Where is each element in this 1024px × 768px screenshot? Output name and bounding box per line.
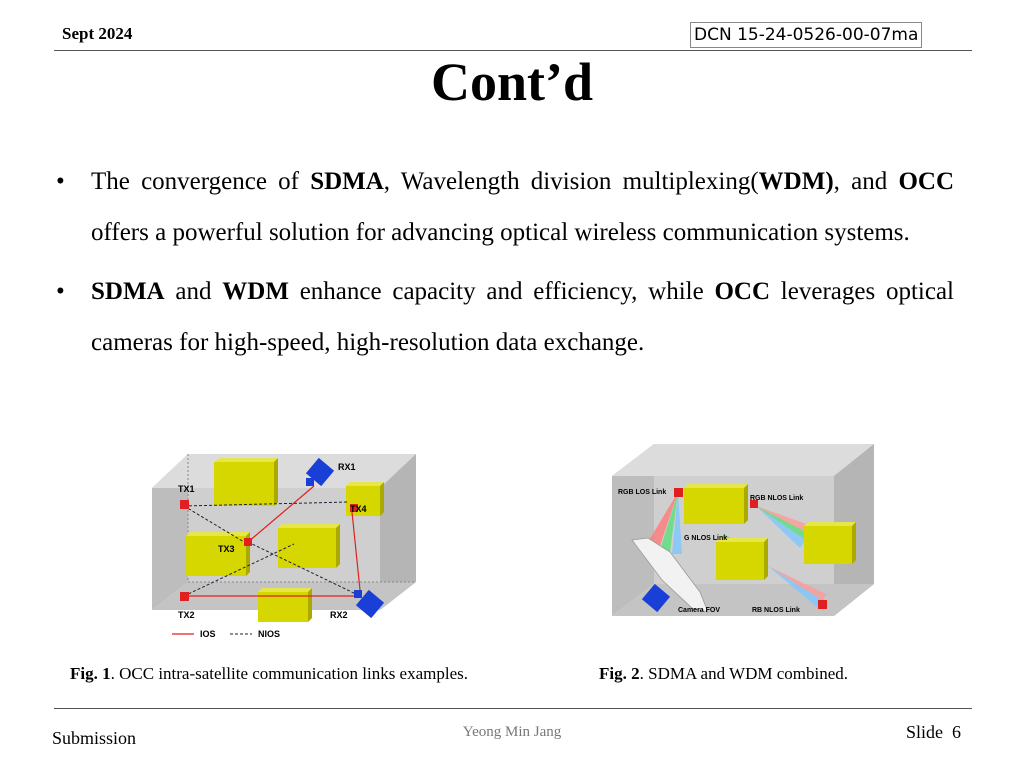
fig1-rx2-camera xyxy=(354,589,385,619)
fig2-rb-nlos-emitter xyxy=(818,600,827,609)
bullet-1-text-d: offers a powerful solution for advancing… xyxy=(91,219,910,246)
fig1-label-tx4: TX4 xyxy=(350,504,367,514)
fig2-camera xyxy=(641,583,671,613)
bullet-item-2: SDMA and WDM enhance capacity and effici… xyxy=(56,266,954,368)
fig1-nios-link xyxy=(183,505,245,543)
fig1-legend-ios: IOS xyxy=(200,629,216,639)
fig1-ios-link xyxy=(247,485,315,543)
figure-1-caption-text: . OCC intra-satellite communication link… xyxy=(110,664,469,683)
fig1-legend-nios: NIOS xyxy=(258,629,280,639)
fig1-rx1-camera xyxy=(305,457,335,487)
bullet-list: The convergence of SDMA, Wavelength divi… xyxy=(56,156,954,376)
fig2-label-rgb-nlos: RGB NLOS Link xyxy=(750,495,803,502)
footer-divider xyxy=(54,708,972,709)
footer-slide-label: Slide xyxy=(906,722,944,742)
footer-author: Yeong Min Jang xyxy=(462,724,562,740)
bullet-item-1: The convergence of SDMA, Wavelength divi… xyxy=(56,156,954,258)
fig1-box-middle xyxy=(278,524,340,568)
header-dcn: DCN 15-24-0526-00-07ma xyxy=(690,22,923,48)
slide-title: Cont’d xyxy=(430,52,594,112)
figure-2-caption-label: Fig. 2 xyxy=(599,664,640,683)
fig1-label-tx3: TX3 xyxy=(218,544,235,554)
fig1-box-bottom xyxy=(258,588,312,622)
footer-submission: Submission xyxy=(52,728,137,748)
footer-slide-value: 6 xyxy=(952,722,962,742)
fig1-label-rx2: RX2 xyxy=(330,610,348,620)
fig1-label-rx1: RX1 xyxy=(338,462,356,472)
header-date: Sept 2024 xyxy=(62,24,133,43)
fig2-rgb-nlos-beams xyxy=(756,506,812,548)
bullet-1-text-a: The convergence of xyxy=(91,168,311,195)
fig2-box-right xyxy=(804,522,856,564)
fig1-label-tx1: TX1 xyxy=(178,484,195,494)
figure-1-caption: Fig. 1. OCC intra-satellite communicatio… xyxy=(70,664,468,684)
fig2-rgb-nlos-emitter xyxy=(750,500,758,508)
footer-slide-number: Slide 6 xyxy=(906,722,961,743)
bullet-2-bold-wdm: WDM xyxy=(222,278,289,305)
bullet-1-bold-wdm: WDM) xyxy=(758,168,834,195)
fig2-rb-nlos-beams xyxy=(768,566,826,608)
fig2-ceiling xyxy=(612,444,874,476)
fig1-box-top xyxy=(214,458,278,506)
fig1-left-wall xyxy=(152,454,188,610)
fig2-rgb-los-beams xyxy=(648,492,682,554)
fig2-label-rb-nlos: RB NLOS Link xyxy=(752,607,800,614)
fig2-rgb-los-emitter xyxy=(674,488,683,497)
fig2-box-middle xyxy=(716,538,768,580)
bullet-2-text-c: leverages optical cameras for high-speed… xyxy=(91,278,954,356)
bullet-2-bold-sdma: SDMA xyxy=(91,278,165,305)
fig2-label-camera-fov: Camera FOV xyxy=(678,607,720,614)
bullet-2-text-b: enhance capacity and efficiency, while xyxy=(288,278,715,305)
fig2-box-top xyxy=(684,484,748,524)
fig2-camera-fov xyxy=(631,537,709,613)
bullet-1-bold-occ: OCC xyxy=(898,168,954,195)
bullet-1-text-b: , Wavelength division multiplexing( xyxy=(383,168,759,195)
fig1-tx1-marker xyxy=(180,500,189,509)
fig2-left-wall xyxy=(612,444,654,616)
fig1-tx4-marker xyxy=(350,504,358,512)
bullet-2-text-a: and xyxy=(164,278,223,305)
fig1-right-wall xyxy=(380,454,416,610)
bullet-1-bold-sdma: SDMA xyxy=(310,168,384,195)
fig2-label-rgb-los: RGB LOS Link xyxy=(618,489,666,496)
bullet-2-bold-occ: OCC xyxy=(714,278,771,305)
header-divider xyxy=(54,50,972,51)
figure-2-caption: Fig. 2. SDMA and WDM combined. xyxy=(599,664,848,684)
figure-1-diagram: RX1 TX1 TX4 TX3 TX2 RX2 IOS NIOS xyxy=(152,454,416,639)
figure-2-diagram: RGB LOS Link RGB NLOS Link G NLOS Link C… xyxy=(612,444,874,616)
fig2-label-g-nlos: G NLOS Link xyxy=(684,535,727,542)
figure-1-caption-label: Fig. 1 xyxy=(70,664,111,683)
fig1-tx3-marker xyxy=(244,538,252,546)
fig1-label-tx2: TX2 xyxy=(178,610,195,620)
fig1-tx2-marker xyxy=(180,592,189,601)
bullet-1-text-c: , and xyxy=(833,168,899,195)
figure-2-caption-text: . SDMA and WDM combined. xyxy=(639,664,849,683)
